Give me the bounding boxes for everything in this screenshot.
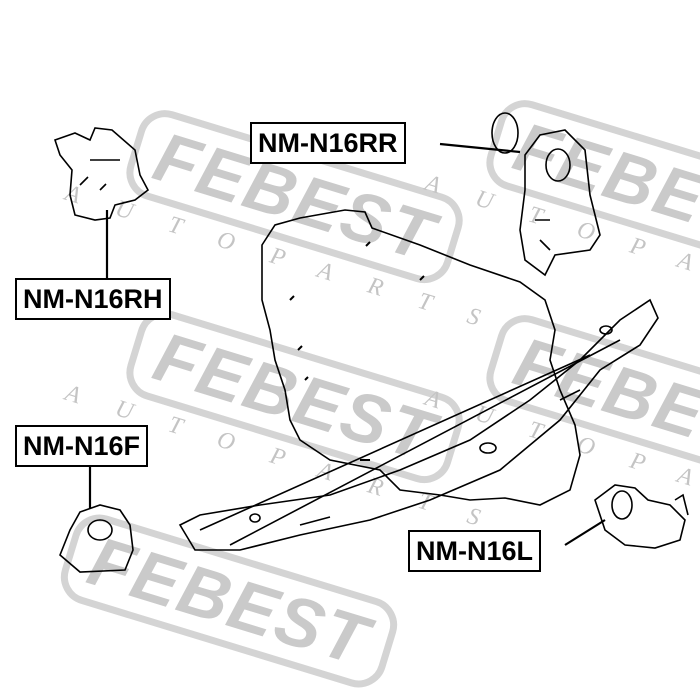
mount-rr (491, 112, 601, 277)
part-label-nm-n16f: NM-N16F (15, 425, 149, 467)
part-label-nm-n16rh: NM-N16RH (15, 278, 171, 320)
mount-rh (53, 127, 150, 221)
crossmember-detail (199, 325, 621, 546)
leader-rr (439, 142, 521, 154)
mount-l (594, 484, 689, 549)
mount-f (59, 504, 134, 573)
engine-outline (261, 209, 581, 506)
part-label-nm-n16rr: NM-N16RR (250, 122, 406, 164)
part-label-nm-n16l: NM-N16L (408, 530, 542, 572)
crossmember (178, 298, 659, 551)
leader-l (564, 519, 606, 546)
engine-detail (289, 241, 425, 461)
